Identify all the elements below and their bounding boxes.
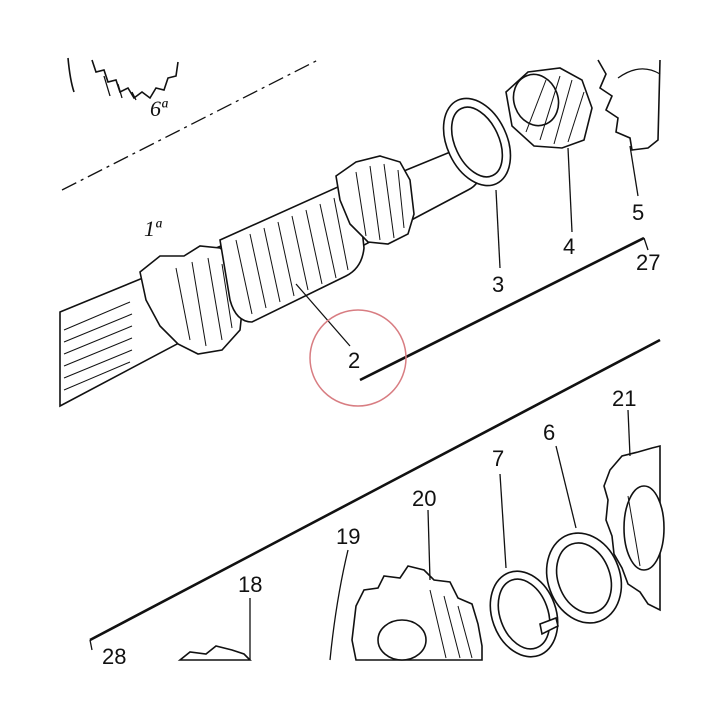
- leader-28: [89, 639, 93, 651]
- washer-6: [545, 532, 623, 624]
- label-27: 27: [636, 250, 660, 275]
- leader-7: [499, 473, 507, 569]
- leader-27: [643, 237, 649, 251]
- gear-18-fragment: [177, 645, 252, 661]
- leader-3: [495, 189, 501, 269]
- label-20: 20: [412, 486, 436, 511]
- upper-axis-line: [61, 59, 319, 191]
- gear-1-ordinal: 1ª: [144, 216, 162, 241]
- leader-5: [629, 145, 639, 197]
- leader-2: [295, 283, 351, 347]
- label-18: 18: [238, 572, 262, 597]
- gear-5-fragment: [597, 59, 661, 151]
- label-4: 4: [563, 234, 575, 259]
- leader-21: [627, 409, 631, 457]
- second-splined-gear: [335, 155, 415, 245]
- divider-line-lower: [89, 338, 661, 642]
- label-6: 6: [543, 420, 555, 445]
- thrust-washer-3: [442, 97, 512, 187]
- leader-6: [555, 445, 577, 529]
- gear-21: [603, 444, 665, 612]
- label-28: 28: [102, 644, 126, 669]
- label-21: 21: [612, 386, 636, 411]
- label-5: 5: [632, 200, 644, 225]
- gear-6-fragment: [67, 57, 179, 101]
- label-3: 3: [492, 272, 504, 297]
- circlip-7: [489, 570, 559, 658]
- label-7: 7: [492, 446, 504, 471]
- needle-bearing-4: [505, 67, 593, 149]
- gear-6-ordinal: 6ª: [150, 96, 168, 121]
- leader-4: [567, 147, 573, 233]
- shaft-splines: [63, 301, 133, 391]
- label-2: 2: [348, 348, 360, 373]
- highlight-circle: [309, 309, 407, 407]
- gear-20: [351, 565, 483, 661]
- leader-20: [427, 509, 431, 581]
- leader-19: [329, 549, 349, 661]
- divider-line-upper: [359, 236, 645, 382]
- label-19: 19: [336, 524, 360, 549]
- splined-hub: [219, 185, 365, 323]
